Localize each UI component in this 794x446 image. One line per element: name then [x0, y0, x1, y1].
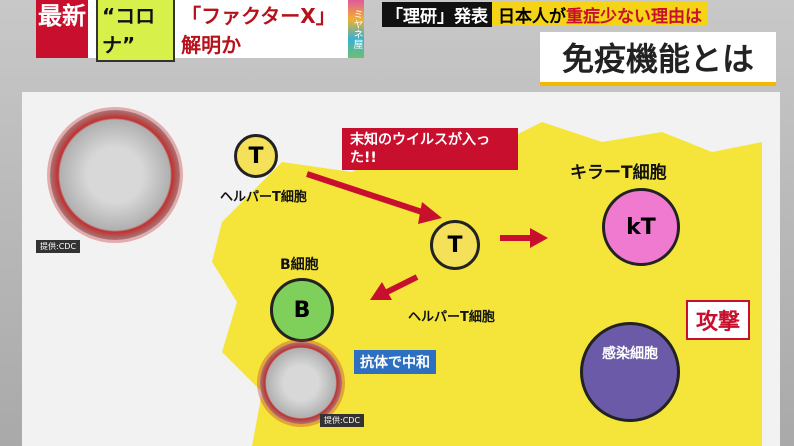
helper-t-label-center: ヘルパーT細胞: [408, 310, 495, 325]
image-credit-small: 提供:CDC: [320, 414, 365, 427]
attack-label: 攻撃: [686, 300, 751, 340]
b-cell-icon: B: [270, 278, 334, 342]
virus-entered-callout: 末知のウイルスが入った!!: [342, 128, 518, 170]
station-logo: ミヤネ屋: [348, 0, 364, 58]
headline-factor: 「ファクターX」解明か: [181, 4, 336, 57]
coronavirus-image: [50, 110, 180, 240]
breaking-badge: 最新: [36, 0, 88, 58]
infected-cell-label: 感染細胞: [602, 346, 658, 362]
helper-t-label-top: ヘルパーT細胞: [220, 190, 307, 205]
neutralize-label: 抗体で中和: [354, 350, 436, 374]
page-title: 免疫機能とは: [540, 32, 776, 86]
helper-t-cell-center-icon: T: [430, 220, 480, 270]
diagram-panel: 提供:CDC T ヘルパーT細胞 末知のウイルスが入った!! キラーT細胞 kT…: [22, 92, 780, 446]
headline-bar: “コロナ” 「ファクターX」解明か: [88, 0, 348, 62]
subtitle-text-red: 重症少ない理由は: [566, 6, 702, 27]
helper-t-cell-icon: T: [234, 134, 278, 178]
subtitle-bar: 「理研」発表 日本人が 重症少ない理由は: [382, 1, 708, 27]
b-cell-label: B細胞: [280, 257, 319, 273]
killer-t-cell-icon: kT: [602, 188, 680, 266]
killer-t-label: キラーT細胞: [570, 163, 667, 183]
arrow: [306, 171, 423, 215]
infected-cell-icon: 感染細胞: [580, 322, 680, 422]
subtitle-label: 「理研」発表: [382, 1, 492, 27]
coronavirus-small-image: [260, 342, 342, 424]
headline-corona: “コロナ”: [96, 0, 176, 62]
subtitle-text: 日本人が: [498, 6, 566, 27]
image-credit: 提供:CDC: [36, 240, 81, 253]
